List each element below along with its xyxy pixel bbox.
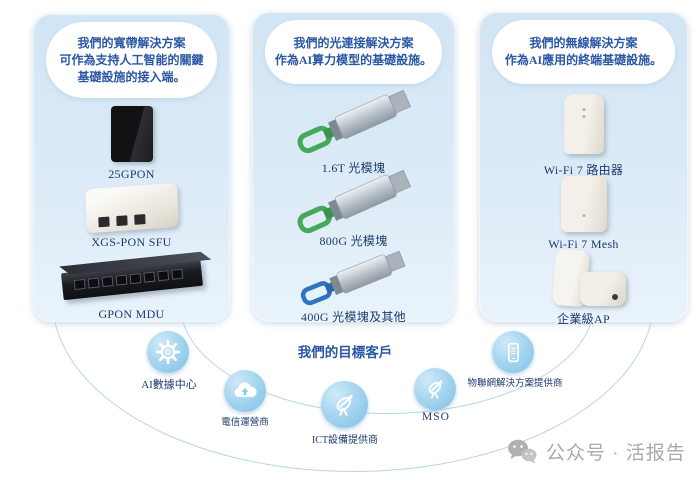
product-800g-module-label: 800G 光模塊 xyxy=(319,234,388,248)
rack-ports xyxy=(73,268,183,291)
black-ont-device-icon xyxy=(110,106,153,162)
broadband-header-line1: 我們的寬帶解決方案 xyxy=(77,35,186,50)
satellite-dish-icon xyxy=(336,394,353,416)
gear-icon xyxy=(155,339,181,365)
broadband-header-line3: 基礎設施的接入端。 xyxy=(77,69,186,84)
wireless-header-bubble: 我們的無線解決方案 作為AI應用的終端基礎設施。 xyxy=(492,20,675,84)
optical-module-icon xyxy=(297,90,411,154)
broadband-header-bubble: 我們的寬帶解決方案 可作為支持人工智能的關鍵 基礎設施的接入端。 xyxy=(46,22,217,98)
optical-module-icon xyxy=(300,250,406,306)
product-wifi7-router xyxy=(479,94,688,154)
product-25gpon xyxy=(33,106,230,162)
card-wireless-solutions: 我們的無線解決方案 作為AI應用的終端基礎設施。 Wi-Fi 7 路由器 Wi-… xyxy=(479,12,688,326)
watermark-text: 公众号 · 活报告 xyxy=(546,443,686,464)
product-wifi7-router-label: Wi-Fi 7 路由器 xyxy=(543,163,624,177)
customer-ict-providers xyxy=(321,381,368,428)
optical-header-bubble: 我們的光連接解決方案 作為AI算力模型的基礎設施。 xyxy=(265,20,442,84)
white-router-tower-icon xyxy=(563,94,604,154)
black-rack-unit-icon xyxy=(60,258,203,301)
product-25gpon-label: 25GPON xyxy=(108,167,155,181)
product-gpon-mdu-label: GPON MDU xyxy=(98,307,165,321)
customer-mso-label: MSO xyxy=(422,411,450,423)
product-gpon-mdu xyxy=(33,258,230,301)
target-customers-title: 我們的目標客戶 xyxy=(297,345,393,360)
customer-mso xyxy=(414,368,456,410)
customer-iot-providers-label: 物聯網解決方案提供商 xyxy=(467,379,563,389)
product-1-6t-module-label: 1.6T 光模塊 xyxy=(321,161,386,175)
optical-header-line2: 作為AI算力模型的基礎設施。 xyxy=(274,53,433,67)
product-400g-module-label: 400G 光模塊及其他 xyxy=(301,310,406,324)
customer-ict-providers-label: ICT設備提供商 xyxy=(311,435,379,446)
customer-ai-data-center xyxy=(147,331,189,373)
smartphone-icon xyxy=(507,342,519,362)
customer-iot-providers xyxy=(492,331,534,373)
product-800g-module xyxy=(252,170,455,234)
satellite-dish-icon xyxy=(428,380,442,399)
product-xgspon-sfu-label: XGS-PON SFU xyxy=(91,235,172,249)
broadband-header-line2: 可作為支持人工智能的關鍵 xyxy=(59,52,204,67)
product-wifi7-mesh xyxy=(479,176,688,232)
card-optical-solutions: 我們的光連接解決方案 作為AI算力模型的基礎設施。 1.6T 光模塊 xyxy=(252,12,455,324)
watermark: 公众号 · 活报告 xyxy=(506,438,686,465)
wireless-header-line1: 我們的無線解決方案 xyxy=(529,36,638,50)
wechat-icon xyxy=(508,439,537,464)
enterprise-ap-unit-icon xyxy=(579,272,626,306)
customer-telecom-operators xyxy=(224,370,266,412)
product-400g-module xyxy=(252,248,455,308)
customer-telecom-operators-label: 電信運營商 xyxy=(221,418,269,428)
card-broadband-solutions: 我們的寬帶解決方案 可作為支持人工智能的關鍵 基礎設施的接入端。 25GPON … xyxy=(33,14,230,322)
optical-module-icon xyxy=(297,170,411,234)
optical-header-line1: 我們的光連接解決方案 xyxy=(293,36,414,50)
white-mesh-tower-icon xyxy=(560,176,607,232)
mesh-led xyxy=(582,214,585,217)
wireless-header-line2: 作為AI應用的終端基礎設施。 xyxy=(504,53,663,67)
product-wifi7-mesh-label: Wi-Fi 7 Mesh xyxy=(548,237,619,251)
product-1-6t-module xyxy=(252,90,455,154)
sfu-ports xyxy=(97,214,146,228)
cloud-upload-icon xyxy=(234,382,257,397)
product-xgspon-sfu xyxy=(33,182,230,234)
product-enterprise-ap xyxy=(532,248,636,308)
customer-ai-data-center-label: AI數據中心 xyxy=(141,379,197,391)
white-sfu-box-icon xyxy=(84,182,179,234)
router-leds xyxy=(582,108,585,118)
